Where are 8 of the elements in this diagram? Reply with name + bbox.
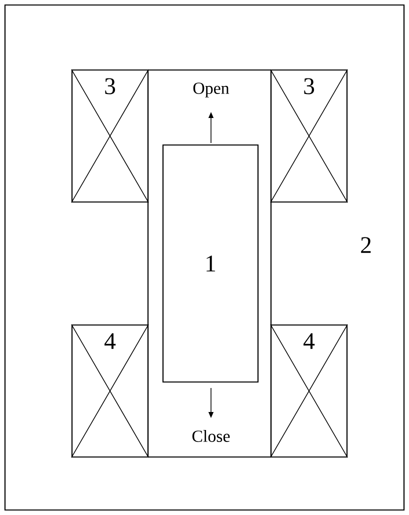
direction-label: Close [192, 430, 230, 442]
inner-block: 1 [162, 144, 259, 383]
direction-label: Open [193, 82, 230, 98]
crossed-box: 4 [71, 324, 149, 458]
crossed-box: 3 [270, 69, 348, 203]
crossed-box: 3 [71, 69, 149, 203]
crossed-box: 4 [270, 324, 348, 458]
center-column [147, 69, 272, 458]
